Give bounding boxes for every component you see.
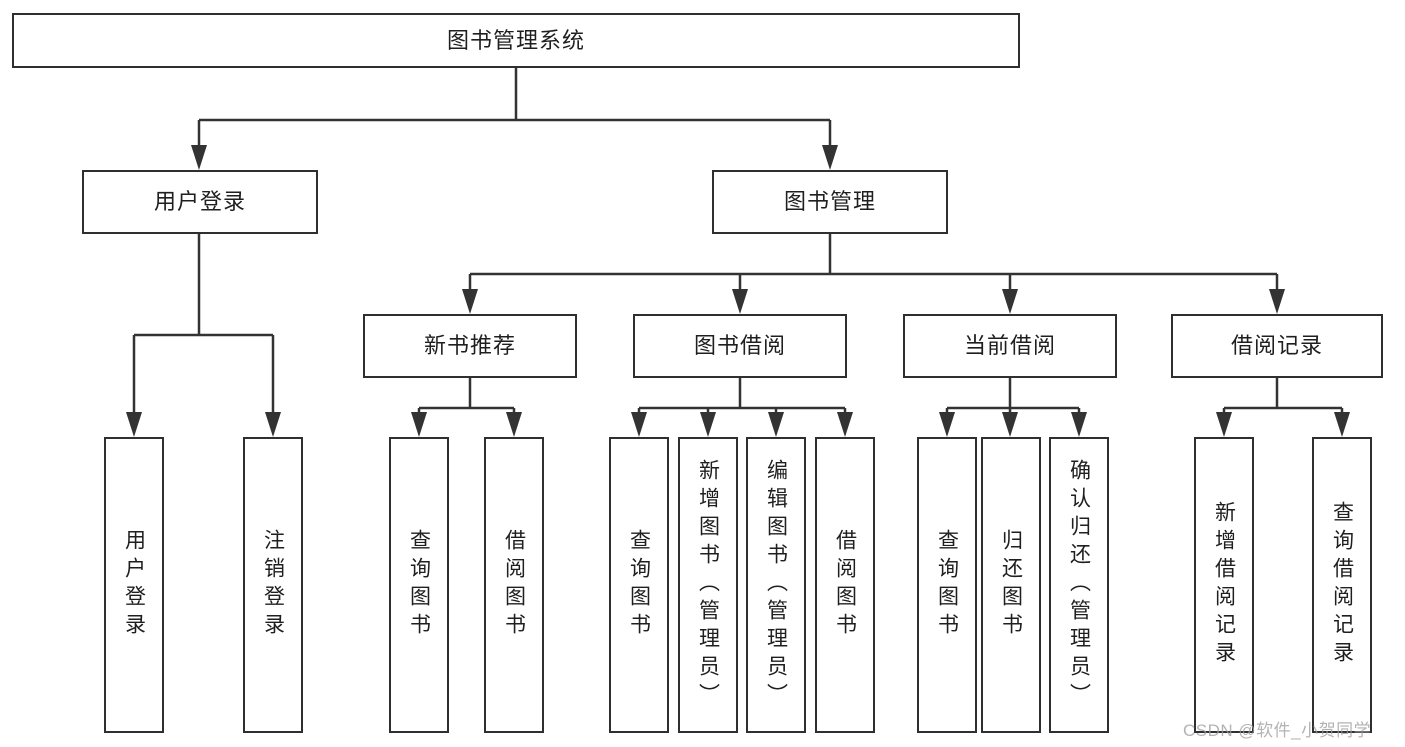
arrowhead [1002,289,1018,314]
leaf-add-borrow-record: 新增借阅记录 [1194,437,1254,733]
leaf-query-books-1: 查询图书 [389,437,449,733]
arrowhead [631,412,647,437]
arrowhead [411,412,427,437]
arrowhead [1269,289,1285,314]
arrowheads [126,145,1350,437]
edge-user-login-to-children [132,234,275,413]
arrowhead [768,412,784,437]
leaf-return-books: 归还图书 [981,437,1041,733]
arrowhead [506,412,522,437]
arrowhead [1002,412,1018,437]
arrowhead [837,412,853,437]
arrowhead [1216,412,1232,437]
node-user-login: 用户登录 [82,170,318,234]
arrowhead [1071,412,1087,437]
leaf-logout: 注销登录 [243,437,303,733]
edge-current-borrow-to-children [945,378,1081,414]
leaf-query-books-2: 查询图书 [609,437,669,733]
node-new-book-recommend: 新书推荐 [363,314,577,378]
arrowhead [265,412,281,437]
edge-book-borrow-to-children [637,378,847,414]
node-book-borrow: 图书借阅 [633,314,847,378]
leaf-query-borrow-record: 查询借阅记录 [1312,437,1372,733]
leaf-add-book-admin: 新增图书（管理员） [678,437,738,733]
edge-new-book-recommend-to-children [417,378,516,414]
edge-book-management-to-level3 [468,234,1279,290]
edge-root-to-level2 [197,68,832,146]
leaf-confirm-return-admin: 确认归还（管理员） [1049,437,1109,733]
arrowhead [1334,412,1350,437]
arrowhead [462,289,478,314]
leaf-query-books-3: 查询图书 [917,437,977,733]
csdn-watermark: CSDN @软件_小贺同学 [1183,721,1372,740]
edge-borrow-records-to-children [1222,378,1344,414]
arrowhead [700,412,716,437]
leaf-borrow-books-1: 借阅图书 [484,437,544,733]
leaf-edit-book-admin: 编辑图书（管理员） [746,437,806,733]
leaf-borrow-books-2: 借阅图书 [815,437,875,733]
node-book-management: 图书管理 [712,170,948,234]
arrowhead [126,412,142,437]
node-current-borrow: 当前借阅 [903,314,1117,378]
leaf-user-login: 用户登录 [104,437,164,733]
arrowhead [939,412,955,437]
arrowhead [822,145,838,170]
node-library-system: 图书管理系统 [12,13,1020,68]
arrowhead [732,289,748,314]
node-borrow-records: 借阅记录 [1171,314,1383,378]
arrowhead [191,145,207,170]
